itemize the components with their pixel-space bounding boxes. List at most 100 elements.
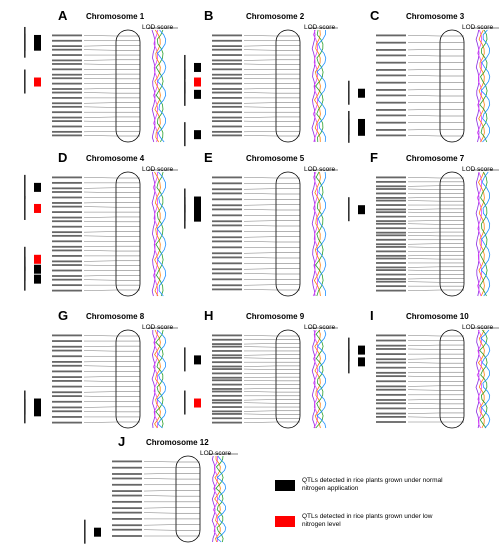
- marker-label-f: [376, 269, 406, 271]
- marker-label-a: [52, 48, 82, 51]
- marker-line-d: [83, 245, 117, 247]
- marker-label-g: [52, 355, 82, 358]
- lod-curve-i: [476, 329, 483, 429]
- marker-label-e: [212, 268, 242, 271]
- marker-label-f: [376, 273, 406, 276]
- lod-label-a: LOD score: [142, 24, 174, 31]
- marker-label-i: [376, 371, 406, 374]
- marker-label-a: [52, 130, 82, 133]
- marker-label-f: [376, 199, 406, 202]
- panel-letter-c: C: [370, 8, 380, 23]
- qtl-bar-i: [358, 357, 365, 367]
- marker-label-f: [376, 280, 406, 283]
- marker-label-i: [376, 353, 406, 356]
- legend-swatch-low: [275, 516, 295, 527]
- marker-label-i: [376, 339, 406, 342]
- marker-label-g: [52, 334, 82, 337]
- marker-line-f: [407, 185, 441, 187]
- marker-label-f: [376, 278, 406, 280]
- marker-label-i: [376, 385, 406, 388]
- lod-curve-b: [314, 29, 321, 143]
- marker-label-c: [376, 121, 406, 124]
- panel-letter-b: B: [204, 8, 214, 23]
- panel-title-e: Chromosome 5: [246, 154, 305, 163]
- lod-curve-c: [478, 29, 485, 143]
- qtl-label-a: [24, 33, 26, 58]
- lod-curve-g: [156, 329, 167, 429]
- marker-line-g: [83, 411, 117, 413]
- chromosome-h: [275, 329, 301, 429]
- marker-line-f: [407, 235, 441, 237]
- lod-curve-b: [315, 29, 324, 143]
- marker-label-h: [212, 334, 242, 337]
- marker-label-j: [112, 460, 142, 463]
- marker-label-j: [112, 518, 142, 520]
- lod-label-g: LOD score: [142, 324, 174, 331]
- qtl-label-c: [348, 118, 350, 143]
- marker-label-f: [376, 204, 406, 206]
- marker-line-f: [407, 278, 441, 280]
- lod-label-b: LOD score: [304, 24, 336, 31]
- marker-line-b: [243, 102, 277, 104]
- marker-line-e: [243, 209, 277, 211]
- marker-label-j: [112, 483, 142, 486]
- marker-label-b: [212, 39, 242, 42]
- marker-label-d: [52, 245, 82, 248]
- marker-line-h: [243, 413, 277, 415]
- qtl-bar-d: [34, 264, 41, 274]
- marker-label-a: [52, 73, 82, 76]
- marker-label-h: [212, 356, 242, 359]
- lod-curve-b: [316, 29, 327, 143]
- marker-label-a: [52, 88, 82, 90]
- lod-curve-j: [215, 455, 224, 543]
- qtl-bar-e: [194, 196, 201, 206]
- marker-label-i: [376, 375, 406, 378]
- marker-label-h: [212, 345, 242, 348]
- qtl-label-b: [184, 122, 186, 147]
- marker-label-a: [52, 111, 82, 114]
- panel-title-d: Chromosome 4: [86, 154, 145, 163]
- marker-label-i: [376, 344, 406, 347]
- marker-line-d: [83, 275, 117, 277]
- marker-label-e: [212, 204, 242, 207]
- marker-label-d: [52, 187, 82, 190]
- marker-line-i: [407, 348, 441, 350]
- marker-line-h: [243, 357, 277, 359]
- marker-line-f: [407, 289, 441, 291]
- lod-curve-c: [480, 29, 491, 143]
- marker-label-i: [376, 393, 406, 396]
- marker-label-e: [212, 272, 242, 275]
- marker-line-d: [83, 235, 117, 237]
- marker-label-a: [52, 116, 82, 119]
- marker-line-h: [243, 346, 277, 348]
- qtl-label-e: [184, 204, 186, 229]
- lod-curve-i: [479, 329, 488, 429]
- chromosome-a: [115, 29, 141, 143]
- qtl-bar-j: [94, 527, 101, 537]
- marker-label-g: [52, 410, 82, 413]
- marker-line-b: [243, 106, 277, 108]
- marker-line-a: [83, 88, 117, 90]
- marker-label-h: [212, 365, 242, 368]
- qtl-bar-d: [34, 203, 41, 213]
- marker-label-f: [376, 192, 406, 195]
- marker-label-d: [52, 234, 82, 237]
- qtl-bar-d: [34, 254, 41, 264]
- marker-label-j: [112, 524, 142, 527]
- marker-line-i: [407, 335, 441, 337]
- marker-label-f: [376, 176, 406, 179]
- marker-label-f: [376, 234, 406, 237]
- lod-curve-i: [480, 329, 491, 429]
- marker-label-f: [376, 227, 406, 230]
- qtl-label-b: [184, 69, 186, 94]
- marker-label-g: [52, 370, 82, 373]
- marker-line-e: [243, 177, 277, 179]
- marker-line-c: [407, 49, 441, 51]
- lod-curve-e: [316, 171, 327, 297]
- lod-label-f: LOD score: [462, 166, 494, 173]
- marker-line-a: [83, 102, 117, 104]
- marker-label-j: [112, 477, 142, 480]
- lod-curve-f: [480, 171, 491, 297]
- lod-curve-a: [151, 29, 156, 143]
- marker-line-b: [243, 45, 277, 47]
